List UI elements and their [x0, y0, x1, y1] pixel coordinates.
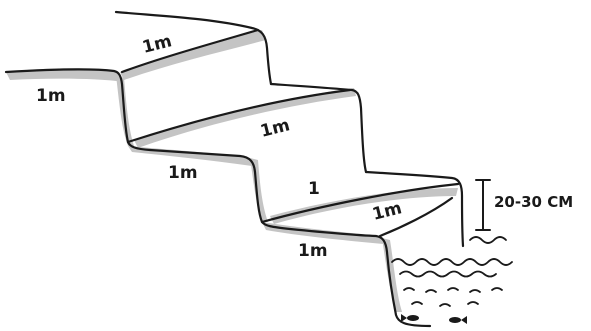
- ledge-shading: [6, 30, 458, 312]
- fish-icon: [449, 316, 467, 324]
- label-step2-top: 1m: [258, 115, 292, 142]
- label-step2-bottom: 1m: [298, 241, 328, 261]
- wave-icon: [392, 237, 512, 306]
- label-step3-top: 1: [308, 179, 320, 199]
- fish-icon: [401, 314, 419, 322]
- label-water-depth: 20-30 CM: [494, 193, 573, 211]
- depth-dimension: [476, 180, 490, 230]
- label-top-left-ledge: 1m: [36, 86, 66, 106]
- label-step1-top: 1m: [140, 31, 174, 58]
- label-step1-bottom: 1m: [168, 163, 198, 183]
